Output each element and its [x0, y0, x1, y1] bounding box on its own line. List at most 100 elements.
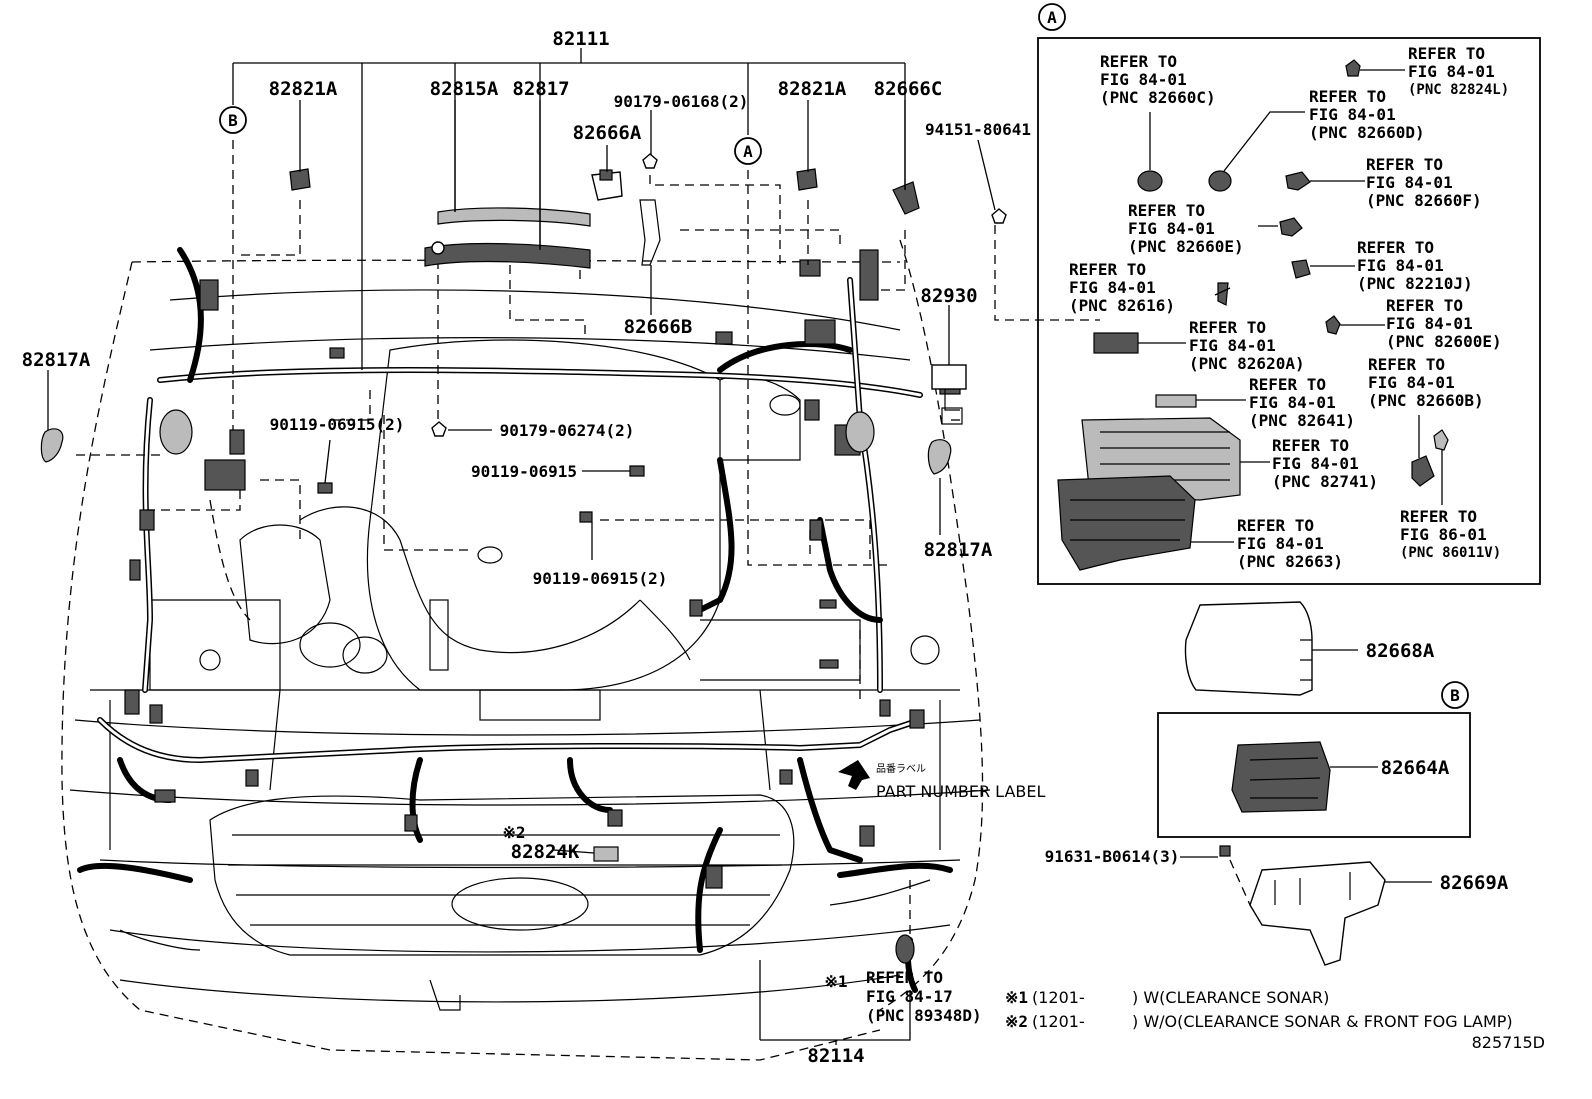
svg-text:(PNC 82660C): (PNC 82660C) — [1100, 88, 1216, 107]
svg-text:FIG 84-01: FIG 84-01 — [1128, 219, 1215, 238]
svg-text:FIG 84-01: FIG 84-01 — [1366, 173, 1453, 192]
callout-82114: 82114 — [807, 1045, 864, 1067]
svg-text:REFER TO: REFER TO — [866, 968, 943, 987]
refer-82660B: REFER TO FIG 84-01 (PNC 82660B) — [1368, 355, 1484, 410]
bracket-82669A: 91631-B0614(3) 82669A — [1045, 845, 1509, 966]
callout-90119-06915: 90119-06915 — [471, 462, 577, 481]
svg-text:REFER TO: REFER TO — [1368, 355, 1445, 374]
refer-82660E: REFER TO FIG 84-01 (PNC 82660E) — [1128, 201, 1244, 256]
relay-block-82664A-icon — [1231, 741, 1331, 813]
callout-82821A-left: 82821A — [269, 78, 338, 100]
refer-82741: REFER TO FIG 84-01 (PNC 82741) — [1272, 436, 1378, 491]
svg-text:FIG 84-01: FIG 84-01 — [1189, 336, 1276, 355]
svg-text:(PNC 82600E): (PNC 82600E) — [1386, 332, 1502, 351]
svg-text:B: B — [228, 111, 238, 130]
svg-text:※2: ※2 — [1005, 1012, 1028, 1031]
clip-82600E-icon — [1325, 315, 1341, 335]
svg-text:FIG 84-17: FIG 84-17 — [866, 987, 953, 1006]
callout-94151-80641: 94151-80641 — [925, 120, 1031, 139]
svg-text:REFER TO: REFER TO — [1386, 296, 1463, 315]
vehicle-body-outline — [61, 239, 991, 1061]
callout-82666C: 82666C — [874, 78, 943, 100]
detail-b-box: B 82664A — [1157, 681, 1471, 838]
clip-82824L-icon — [1345, 59, 1361, 77]
svg-text:B: B — [1450, 686, 1460, 705]
callout-82821A-right: 82821A — [778, 78, 847, 100]
svg-text:(1201-: (1201- — [1032, 988, 1085, 1007]
mark2-note: ※2 — [502, 823, 525, 842]
svg-text:) W(CLEARANCE SONAR): ) W(CLEARANCE SONAR) — [1132, 988, 1329, 1007]
clip-82821A-left-icon — [289, 168, 311, 191]
cover-82668A: 82668A — [1184, 601, 1435, 696]
clamp-82817A-right-icon — [927, 439, 952, 475]
connectors-in-bay — [124, 249, 961, 964]
clip-82660F-icon — [1285, 171, 1311, 191]
clamp-82817A-left-icon — [40, 428, 64, 463]
callout-82111: 82111 — [552, 28, 609, 50]
clip-82660B-icon — [1411, 455, 1435, 487]
leader-lines — [47, 48, 996, 1045]
svg-text:REFER TO: REFER TO — [1237, 516, 1314, 535]
refer-82824L: REFER TO FIG 84-01 (PNC 82824L) — [1408, 44, 1509, 98]
svg-text:FIG 86-01: FIG 86-01 — [1400, 525, 1487, 544]
svg-text:REFER TO: REFER TO — [1309, 87, 1386, 106]
nut-90179-06274-icon — [431, 421, 447, 437]
svg-text:A: A — [743, 142, 753, 161]
bolt-90119-06915-2b-icon — [579, 511, 593, 523]
callout-82824K: 82824K — [511, 841, 580, 863]
junction-block-82663-icon — [1057, 475, 1196, 571]
callout-91631-B0614: 91631-B0614(3) — [1045, 847, 1180, 866]
relay-82930-icon — [931, 364, 967, 390]
dashed-reference-lines — [72, 140, 1100, 935]
svg-text:FIG 84-01: FIG 84-01 — [1386, 314, 1473, 333]
bolt-91631-B0614-icon — [1219, 845, 1231, 857]
relay-block-82620A-icon — [1093, 332, 1139, 354]
callout-82930: 82930 — [920, 285, 977, 307]
clip-82210J-icon — [1291, 259, 1311, 279]
svg-text:(PNC 82663): (PNC 82663) — [1237, 552, 1343, 571]
engine-block — [149, 339, 940, 691]
refer-86011V: REFER TO FIG 86-01 (PNC 86011V) — [1400, 507, 1501, 561]
svg-text:FIG 84-01: FIG 84-01 — [1100, 70, 1187, 89]
bottom-refer-block: ※1 REFER TO FIG 84-17 (PNC 89348D) — [824, 968, 981, 1025]
callout-90179-06274: 90179-06274(2) — [500, 421, 635, 440]
clip-82660E-icon — [1279, 217, 1303, 237]
callout-82666B: 82666B — [624, 316, 693, 338]
svg-text:REFER TO: REFER TO — [1100, 52, 1177, 71]
svg-text:REFER TO: REFER TO — [1249, 375, 1326, 394]
svg-text:(PNC 82660D): (PNC 82660D) — [1309, 123, 1425, 142]
svg-text:※1: ※1 — [1005, 988, 1028, 1007]
svg-text:(PNC 82616): (PNC 82616) — [1069, 296, 1175, 315]
bolt-90119-06915-icon — [629, 465, 645, 477]
svg-text:REFER TO: REFER TO — [1189, 318, 1266, 337]
mark1-note: ※1 — [824, 972, 847, 991]
svg-text:(PNC 86011V): (PNC 86011V) — [1400, 545, 1501, 561]
svg-text:REFER TO: REFER TO — [1069, 260, 1146, 279]
nut-90179-06168-icon — [642, 153, 658, 169]
callout-82666A: 82666A — [573, 122, 642, 144]
svg-text:FIG 84-01: FIG 84-01 — [1368, 373, 1455, 392]
svg-text:FIG 84-01: FIG 84-01 — [1069, 278, 1156, 297]
grommet-82660C-icon — [1137, 170, 1163, 192]
callout-82817A-right: 82817A — [924, 539, 993, 561]
grommet-82660D-icon — [1208, 170, 1232, 192]
refer-82660F: REFER TO FIG 84-01 (PNC 82660F) — [1366, 155, 1482, 210]
refer-82660C: REFER TO FIG 84-01 (PNC 82660C) — [1100, 52, 1216, 107]
svg-text:(PNC 82824L): (PNC 82824L) — [1408, 82, 1509, 98]
circle-marker-a: A — [734, 137, 762, 165]
callout-82669A: 82669A — [1440, 872, 1509, 894]
clip-82821A-right-icon — [796, 168, 818, 191]
part-number-label-arrow-icon — [838, 760, 870, 790]
svg-text:REFER TO: REFER TO — [1128, 201, 1205, 220]
callout-90179-06168: 90179-06168(2) — [614, 92, 749, 111]
svg-text:(PNC 82641): (PNC 82641) — [1249, 411, 1355, 430]
svg-text:(PNC 82741): (PNC 82741) — [1272, 472, 1378, 491]
refer-82660D: REFER TO FIG 84-01 (PNC 82660D) — [1309, 87, 1425, 142]
protector-82815A-icon — [437, 207, 591, 227]
svg-text:(PNC 89348D): (PNC 89348D) — [866, 1006, 982, 1025]
bracket-82666B-icon — [639, 199, 661, 266]
part-number-label-text: PART NUMBER LABEL — [876, 782, 1045, 801]
bracket-82669A-icon — [1249, 861, 1386, 966]
svg-text:) W/O(CLEARANCE SONAR & FRONT: ) W/O(CLEARANCE SONAR & FRONT FOG LAMP) — [1132, 1012, 1513, 1031]
diagram-id: 825715D — [1472, 1033, 1545, 1052]
